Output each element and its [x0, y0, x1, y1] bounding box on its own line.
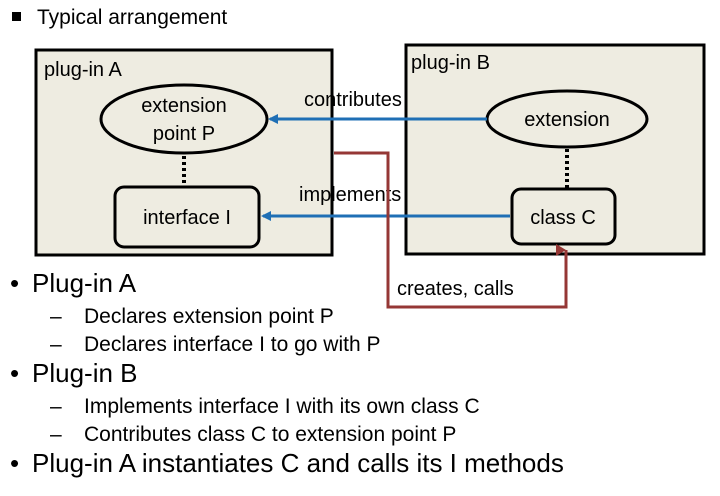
- extension-point-label-line2: point P: [153, 123, 215, 145]
- sub-bullet-text: Declares interface I to go with P: [84, 333, 381, 356]
- dash-icon: –: [50, 333, 62, 356]
- bullet-text: Plug-in A instantiates C and calls its I…: [32, 448, 564, 478]
- dash-icon: –: [50, 395, 62, 418]
- sub-bullet-text: Declares extension point P: [84, 305, 334, 328]
- bullet-instantiates: • Plug-in A instantiates C and calls its …: [10, 448, 564, 479]
- plugin-a-label: plug-in A: [44, 59, 122, 81]
- sub-bullet-text: Implements interface I with its own clas…: [84, 395, 480, 418]
- extension-point-label-line1: extension: [141, 95, 227, 117]
- bullet-dot-icon: •: [10, 268, 20, 298]
- class-c-label: class C: [530, 207, 596, 229]
- dash-icon: –: [50, 305, 62, 328]
- interface-box: [113, 185, 261, 249]
- dash-icon: –: [50, 423, 62, 446]
- bullet-plugin-a: • Plug-in A: [10, 268, 136, 299]
- bullet-dot-icon: •: [10, 358, 20, 388]
- extension-point-ellipse: [99, 83, 269, 155]
- sub-bullet: –Implements interface I with its own cla…: [50, 395, 480, 419]
- bullet-dot-icon: •: [10, 448, 20, 478]
- bullet-plugin-b: • Plug-in B: [10, 358, 138, 389]
- creates-calls-arrow: [334, 151, 568, 309]
- plugin-b-label: plug-in B: [411, 52, 490, 74]
- extension-label: extension: [524, 109, 610, 131]
- header: Typical arrangement: [12, 6, 227, 30]
- creates-calls-label: creates, calls: [397, 278, 514, 300]
- implements-label: implements: [299, 184, 401, 206]
- header-text: Typical arrangement: [37, 6, 228, 29]
- bullet-text: Plug-in A: [32, 268, 137, 298]
- bullet-text: Plug-in B: [32, 358, 138, 388]
- sub-bullet-text: Contributes class C to extension point P: [84, 423, 457, 446]
- sub-bullet: –Contributes class C to extension point …: [50, 423, 456, 447]
- sub-bullet: –Declares extension point P: [50, 305, 334, 329]
- interface-label: interface I: [143, 207, 231, 229]
- contributes-label: contributes: [304, 89, 402, 111]
- square-bullet-icon: [12, 11, 21, 21]
- sub-bullet: –Declares interface I to go with P: [50, 333, 380, 357]
